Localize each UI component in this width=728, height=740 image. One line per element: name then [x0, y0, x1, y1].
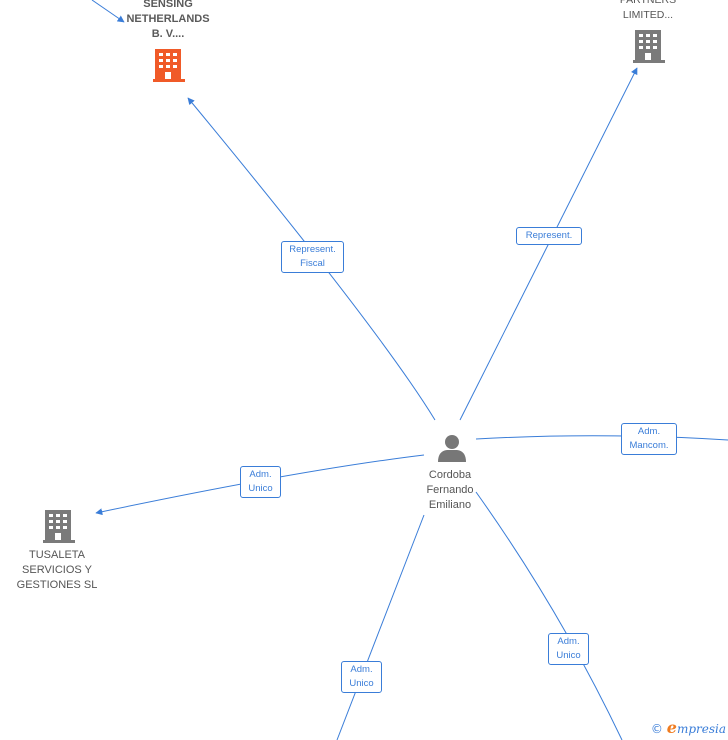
- node-label-sensing[interactable]: SENSING NETHERLANDS B. V....: [126, 0, 210, 40]
- edge-to-right: [475, 435, 728, 441]
- building-icon[interactable]: [153, 49, 185, 82]
- building-icon[interactable]: [43, 510, 75, 543]
- edge-to-bottom-right: [475, 491, 623, 740]
- edge-label-adm-unico-bottom-right[interactable]: Adm. Unico: [548, 633, 589, 665]
- edge-label-adm-mancom[interactable]: Adm. Mancom.: [621, 423, 677, 455]
- edge-label-adm-unico-bottom-left[interactable]: Adm. Unico: [341, 661, 382, 693]
- edge-to-sensing: [187, 97, 436, 421]
- node-label-tusaleta[interactable]: TUSALETA SERVICIOS Y GESTIONES SL: [16, 549, 98, 591]
- edge-label-represent-fiscal[interactable]: Represent. Fiscal: [281, 241, 344, 273]
- brand-name: mpresia: [676, 722, 726, 736]
- node-label-partners[interactable]: PARTNERS LIMITED...: [619, 0, 677, 21]
- edge-top-left-incoming: [91, 0, 125, 23]
- edge-label-adm-unico-left[interactable]: Adm. Unico: [240, 466, 281, 498]
- building-icon[interactable]: [633, 30, 665, 63]
- person-icon[interactable]: [438, 435, 466, 462]
- edge-label-represent[interactable]: Represent.: [516, 227, 582, 245]
- empresia-logo: © empresia: [651, 718, 726, 737]
- copyright-symbol: ©: [650, 722, 663, 736]
- node-label-center-person[interactable]: Cordoba Fernando Emiliano: [426, 469, 474, 511]
- brand-initial: e: [666, 718, 677, 737]
- edge-to-bottom-left: [336, 514, 425, 740]
